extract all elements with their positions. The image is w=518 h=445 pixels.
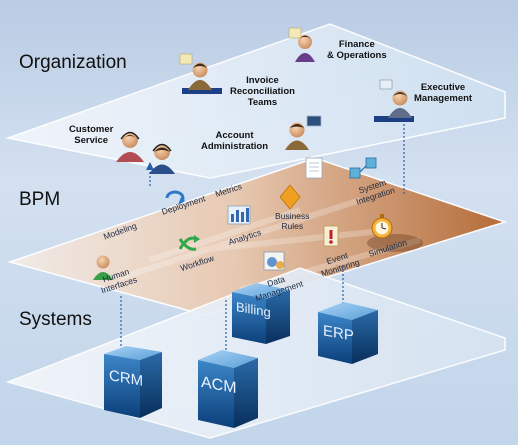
role-label-invoice: Invoice Reconciliation Teams	[230, 75, 295, 109]
role-label-invoice-line2: Reconciliation	[230, 85, 295, 97]
customer-service-agent-icon	[149, 143, 175, 174]
business-rules-diamond-icon	[279, 184, 301, 210]
workflow-arrows-icon	[178, 235, 200, 251]
invoice-person-icon	[179, 53, 222, 94]
analytics-chart-icon	[227, 205, 251, 225]
erp-cube-shape	[318, 302, 378, 364]
role-label-account: Account Administration	[201, 130, 269, 153]
billing-cube-shape	[232, 283, 290, 344]
acm-cube-shape	[198, 350, 258, 428]
document-icon	[305, 157, 323, 179]
role-label-finance-line2: & Operations	[327, 49, 387, 61]
role-label-executive-line1: Executive	[420, 82, 466, 93]
customer-service-person-icon	[116, 131, 144, 162]
simulation-shadow	[367, 234, 423, 252]
crm-cube-shape	[104, 346, 162, 418]
simulation-stopwatch-icon	[371, 214, 393, 239]
role-label-executive-line2: Management	[414, 92, 473, 104]
system-integration-icon	[349, 157, 377, 179]
human-interfaces-person-icon	[93, 255, 113, 280]
executive-person-icon	[374, 79, 414, 122]
bpm-label-business-rules-line2: Rules	[281, 220, 304, 231]
role-label-invoice-line1: Invoice	[246, 75, 279, 86]
layer-label-bpm: BPM	[19, 189, 61, 210]
role-label-customer-line2: Service	[74, 134, 109, 146]
account-admin-person-icon	[285, 115, 322, 150]
role-label-finance: Finance & Operations	[327, 39, 387, 62]
bpm-flow-paths	[119, 197, 421, 293]
finance-person-icon	[288, 27, 315, 62]
layer-label-organization: Organization	[19, 52, 127, 73]
role-label-executive: Executive Management	[414, 82, 473, 105]
dotted-connectors	[120, 120, 405, 358]
data-management-icon	[263, 251, 285, 271]
role-label-invoice-line3: Teams	[247, 96, 278, 108]
layer-label-systems: Systems	[19, 309, 92, 330]
role-label-finance-line1: Finance	[338, 39, 375, 50]
bpm-label-business-rules-line1: Business	[275, 211, 310, 221]
event-monitoring-alert-icon	[323, 225, 339, 247]
bpm-label-business-rules: Business Rules	[275, 211, 310, 232]
role-label-customer-line1: Customer	[69, 124, 114, 135]
role-label-customer: Customer Service	[69, 124, 114, 147]
role-label-account-line2: Administration	[201, 140, 269, 152]
role-label-account-line1: Account	[215, 130, 254, 141]
deployment-arrow-icon	[165, 190, 185, 205]
bpm-plane	[7, 157, 508, 316]
